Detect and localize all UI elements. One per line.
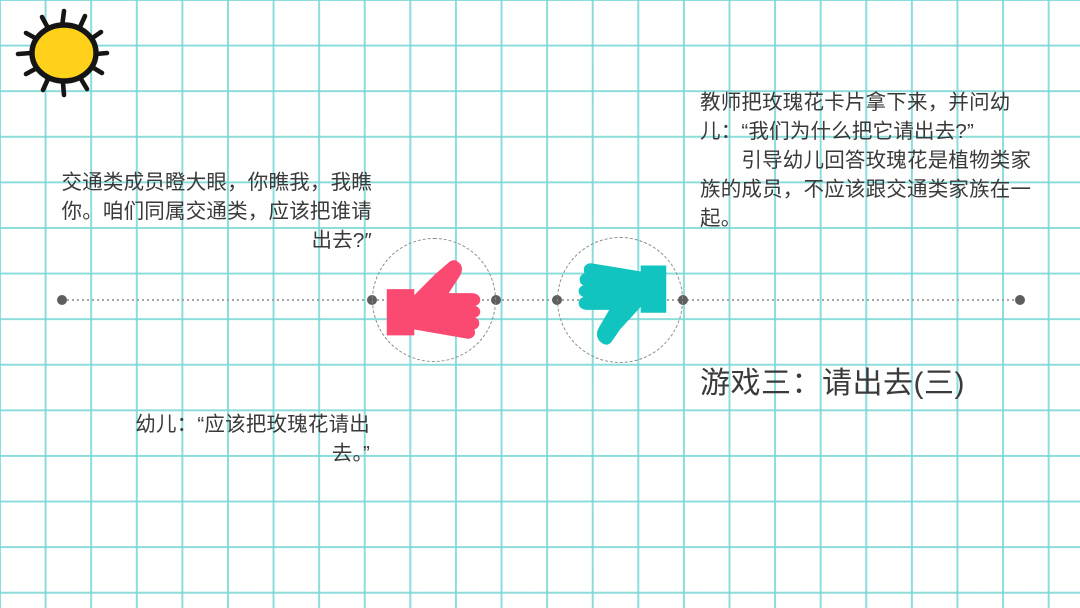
node-left-circle[interactable] [372,238,496,362]
callout-right-text: 教师把玫瑰花卡片拿下来，并问幼儿：“我们为什么把它请出去?” 引导幼儿回答玫瑰花… [700,91,1032,231]
thumbs-down-hand-icon [578,263,667,345]
node-right-circle[interactable] [557,237,683,363]
callout-left-text: 交通类成员瞪大眼，你瞧我，我瞧你。咱们同属交通类，应该把谁请出去?″ [61,171,372,253]
pointing-hand-icon [386,260,481,339]
page-title: 游戏三：请出去(三) [700,367,965,400]
sun-icon [15,8,110,98]
callout-bottom-text: 幼儿：“应该把玫瑰花请出去。” [135,413,370,466]
